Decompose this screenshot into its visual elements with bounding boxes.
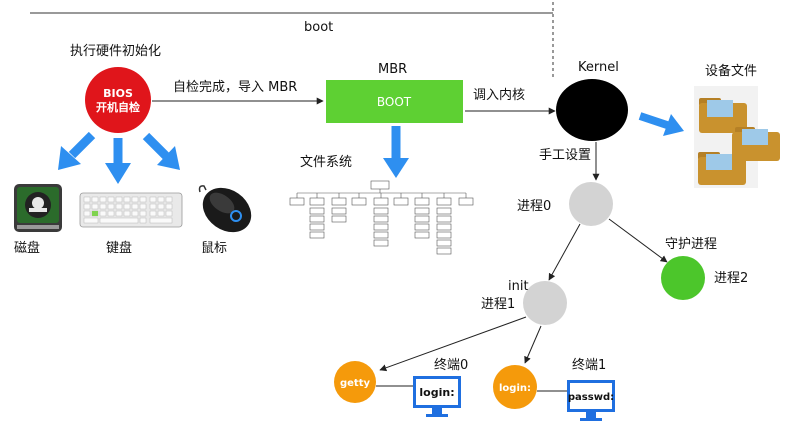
process0-label: 进程0: [517, 199, 551, 214]
boot-box: [326, 80, 463, 123]
mouse-label: 鼠标: [201, 241, 227, 256]
manual-setup-label: 手工设置: [539, 148, 591, 163]
disk-label: 磁盘: [14, 240, 40, 256]
monitor1-text: passwd:: [568, 392, 614, 403]
process1-label: 进程1: [481, 297, 515, 312]
bios-node-line1: BIOS: [103, 87, 133, 100]
process0-to-daemon-arrow: [608, 218, 668, 263]
filesystem-label: 文件系统: [300, 155, 352, 170]
process1-node: [523, 281, 567, 325]
init-to-getty-arrow: [379, 316, 527, 372]
bios-step-label: 执行硬件初始化: [70, 44, 161, 59]
getty-node: [334, 361, 376, 403]
process0-to-init-arrow: [548, 223, 581, 281]
login-node: [493, 365, 537, 409]
getty-node-label: getty: [340, 378, 371, 389]
blue-arrow-to-keyboard: [105, 138, 131, 184]
filesystem-tree-icon: [289, 180, 474, 255]
bios-node-line2: 开机自检: [96, 100, 140, 114]
init-label: init: [508, 279, 529, 294]
process2-node: [661, 256, 705, 300]
init-to-login-arrow: [524, 325, 542, 364]
load-kernel-label: 调入内核: [473, 87, 525, 103]
bios-to-mbr-label: 自检完成，导入 MBR: [173, 80, 297, 95]
terminal1-label: 终端1: [572, 357, 606, 373]
daemon-label: 守护进程: [665, 237, 717, 252]
kernel-node: [556, 79, 628, 141]
device-files-label: 设备文件: [705, 63, 757, 79]
blue-arrow-to-disk: [58, 131, 96, 170]
keyboard-label: 键盘: [106, 240, 132, 256]
blue-arrow-to-filesystem: [383, 126, 409, 178]
keyboard-icon: [79, 192, 183, 228]
blue-arrow-to-device-files: [638, 112, 684, 136]
login-node-label: login:: [499, 383, 531, 394]
monitor0-text: login:: [419, 386, 454, 399]
kernel-label: Kernel: [578, 60, 619, 75]
blue-arrow-to-mouse: [142, 132, 180, 170]
boot-box-label: BOOT: [377, 95, 412, 109]
boot-label: boot: [304, 20, 333, 35]
terminal0-label: 终端0: [434, 357, 468, 373]
process2-label: 进程2: [714, 271, 748, 286]
process0-node: [569, 182, 613, 226]
disk-icon: [14, 184, 62, 232]
bios-node: [85, 67, 151, 133]
monitor-icon: [567, 380, 615, 421]
mouse-icon: [198, 185, 252, 233]
mbr-label: MBR: [378, 62, 407, 77]
monitor-icon: [413, 376, 461, 417]
folder-icon: [694, 86, 780, 188]
